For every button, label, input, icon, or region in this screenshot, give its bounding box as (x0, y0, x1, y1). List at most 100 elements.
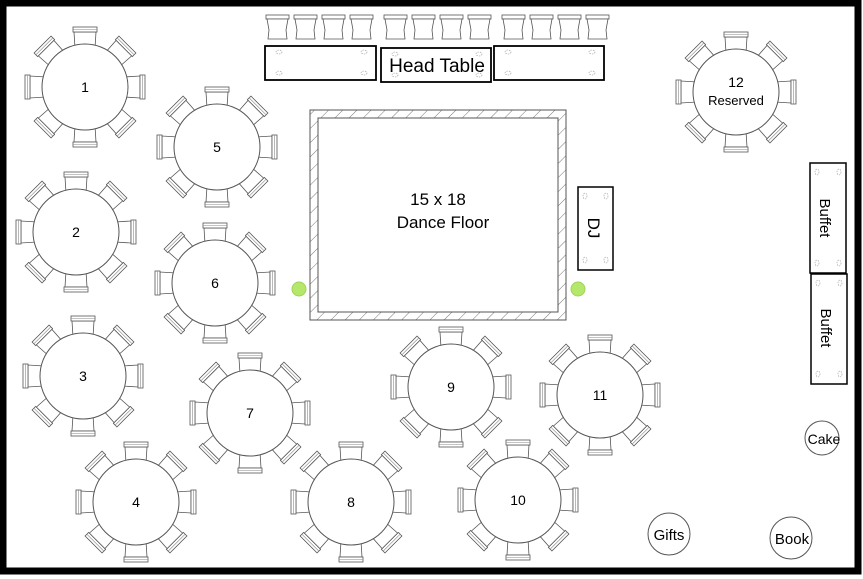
buffet-table (810, 273, 848, 385)
chair (299, 521, 332, 554)
table-7[interactable]: 7 (189, 352, 311, 474)
head-table-chair (411, 14, 436, 40)
table-top (41, 43, 129, 131)
table-number: 10 (510, 492, 526, 508)
head-table-label: Head Table (389, 56, 485, 77)
chair (163, 302, 196, 335)
chair (470, 335, 503, 368)
marker-dot-left (291, 281, 307, 297)
leg-mark (504, 70, 512, 76)
table-top (556, 351, 644, 439)
book-label: Book (775, 531, 810, 548)
head-table-chair (585, 14, 610, 40)
chair (299, 450, 332, 483)
marker-dot-right (570, 281, 586, 297)
chair (234, 231, 267, 264)
book-circle (769, 516, 813, 560)
table-top (173, 103, 261, 191)
buffet-2[interactable]: Buffet (810, 273, 848, 385)
chair (33, 35, 66, 68)
chair (619, 343, 652, 376)
buffet-1[interactable]: Buffet (809, 162, 847, 274)
table-4[interactable]: 4 (75, 441, 197, 563)
leg-mark (582, 192, 588, 200)
chair (163, 231, 196, 264)
head-table-chair (529, 14, 554, 40)
dj-table (577, 186, 614, 271)
leg-mark (360, 70, 368, 76)
buffet-table (809, 162, 847, 274)
head-table-chair (501, 14, 526, 40)
leg-mark (588, 70, 596, 76)
buffet-label: Buffet (817, 309, 834, 349)
leg-mark (836, 259, 842, 267)
table-9[interactable]: 9 (390, 326, 512, 448)
chair (95, 251, 128, 284)
table-1[interactable]: 1 (24, 26, 146, 148)
chair (95, 180, 128, 213)
leg-mark (360, 49, 368, 55)
chair (399, 406, 432, 439)
head-table-section[interactable] (380, 47, 492, 83)
table-6[interactable]: 6 (154, 222, 276, 344)
table-top (474, 456, 562, 544)
buffet-label: Buffet (816, 199, 833, 239)
chair (269, 361, 302, 394)
head-table-section[interactable] (264, 45, 377, 81)
leg-mark (603, 192, 609, 200)
chair (165, 95, 198, 128)
chair (102, 395, 135, 428)
leg-mark (603, 256, 609, 264)
head-table-area: Head Table (264, 14, 610, 83)
leg-mark (837, 279, 843, 287)
table-3[interactable]: 3 (22, 315, 144, 437)
head-table-chair (467, 14, 492, 40)
head-table-section[interactable] (493, 45, 605, 81)
leg-mark (475, 51, 483, 57)
leg-mark (815, 370, 821, 378)
leg-mark (836, 168, 842, 176)
table-10[interactable]: 10 (457, 439, 579, 561)
table-number: 8 (347, 494, 355, 510)
table-top (407, 343, 495, 431)
table-number: 6 (211, 275, 219, 291)
chair (537, 519, 570, 552)
dance-floor-size: 15 x 18 (410, 190, 466, 209)
head-table-chair (557, 14, 582, 40)
chair (31, 324, 64, 357)
table-5[interactable]: 5 (156, 86, 278, 208)
head-table-chair (383, 14, 408, 40)
table-top (32, 188, 120, 276)
table-2[interactable]: 2 (15, 171, 137, 293)
leg-mark (391, 72, 399, 78)
leg-mark (837, 370, 843, 378)
table-top (39, 332, 127, 420)
gifts-table[interactable]: Gifts (647, 512, 691, 556)
leg-mark (475, 72, 483, 78)
leg-mark (275, 49, 283, 55)
chair (466, 519, 499, 552)
dance-floor-surface (317, 117, 559, 313)
table-11[interactable]: 11 (539, 334, 661, 456)
dance-floor[interactable]: 15 x 18 Dance Floor (309, 109, 567, 321)
chair (31, 395, 64, 428)
leg-mark (582, 256, 588, 264)
head-table-chair (349, 14, 374, 40)
chair (24, 251, 57, 284)
head-table-chair (321, 14, 346, 40)
chair (165, 166, 198, 199)
table-number: 12 (728, 74, 744, 90)
cake-table[interactable]: Cake (804, 420, 841, 456)
dj-booth[interactable]: DJ (577, 186, 614, 271)
table-number: 1 (81, 79, 89, 95)
chair (269, 432, 302, 465)
table-8[interactable]: 8 (290, 441, 412, 563)
table-top (307, 458, 395, 546)
leg-mark (504, 49, 512, 55)
head-table-chair (439, 14, 464, 40)
guest-book-table[interactable]: Book (769, 516, 813, 560)
table-top (171, 239, 259, 327)
chair (84, 450, 117, 483)
